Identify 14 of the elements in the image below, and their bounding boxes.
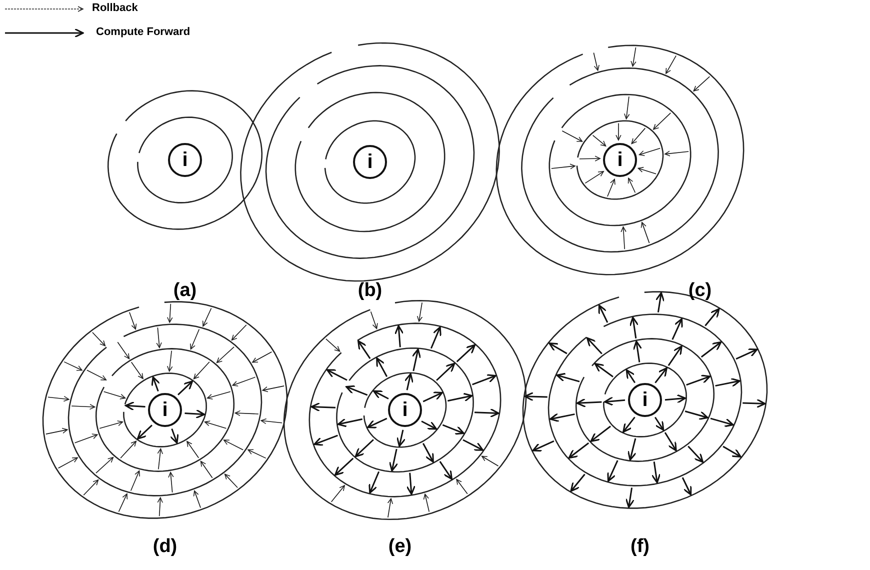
node-circle: i [628, 383, 662, 417]
panel-label: (e) [388, 536, 412, 558]
panel-label: (f) [630, 536, 650, 558]
panel-label: (a) [173, 280, 197, 302]
panel-label: (c) [688, 280, 712, 302]
node-circle: i [353, 145, 387, 179]
legend-label: Compute Forward [96, 26, 190, 38]
node-circle: i [603, 143, 637, 177]
node-circle: i [148, 393, 182, 427]
panel-label: (b) [358, 280, 382, 302]
node-circle: i [168, 143, 202, 177]
legend-label: Rollback [92, 2, 138, 14]
node-circle: i [388, 393, 422, 427]
panel-label: (d) [152, 536, 178, 558]
